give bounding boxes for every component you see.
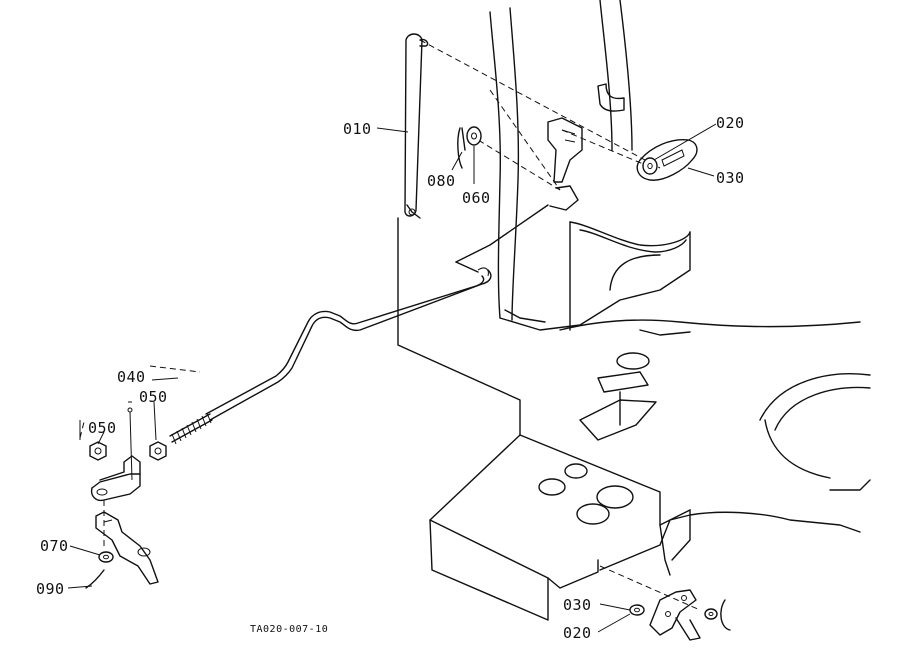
callout-020-bottom: 020 — [563, 624, 592, 642]
fender-housing — [489, 0, 691, 331]
callout-070: 070 — [40, 537, 69, 555]
pin-080 — [457, 127, 466, 169]
callout-090: 090 — [36, 580, 65, 598]
washer-020-bottom — [629, 604, 645, 616]
floor-plate — [397, 204, 871, 621]
leader-lines — [67, 123, 717, 633]
lower-right-bracket — [649, 509, 731, 641]
callout-030-bottom: 030 — [563, 596, 592, 614]
callout-010: 010 — [343, 120, 372, 138]
callout-labels: 010 020 030 080 060 040 050 050 070 090 … — [36, 114, 745, 642]
callout-080: 080 — [427, 172, 456, 190]
callout-030-top: 030 — [716, 169, 745, 187]
callout-050-right: 050 — [139, 388, 168, 406]
upper-lever-bracket — [547, 117, 583, 211]
callout-060: 060 — [462, 189, 491, 207]
rod-010 — [404, 33, 429, 219]
linkage-rod-040 — [169, 267, 492, 445]
threaded-end — [171, 412, 212, 445]
alignment-lines — [79, 39, 701, 611]
callout-050-left: 050 — [88, 419, 117, 437]
bolt — [127, 407, 133, 481]
nut-050-left — [89, 441, 107, 461]
lower-left-bracket — [90, 455, 159, 585]
washer-020-top — [642, 157, 658, 175]
nut-050-right — [149, 441, 167, 461]
bracket-marks — [79, 401, 132, 440]
washer-060 — [466, 126, 482, 146]
washer-070 — [98, 551, 114, 563]
callout-040: 040 — [117, 368, 146, 386]
plate-030-top — [636, 139, 698, 181]
pin-090 — [85, 569, 105, 589]
washer-lower-right — [704, 608, 718, 620]
callout-020-top: 020 — [716, 114, 745, 132]
figure-code: TA020-007-10 — [250, 624, 328, 635]
